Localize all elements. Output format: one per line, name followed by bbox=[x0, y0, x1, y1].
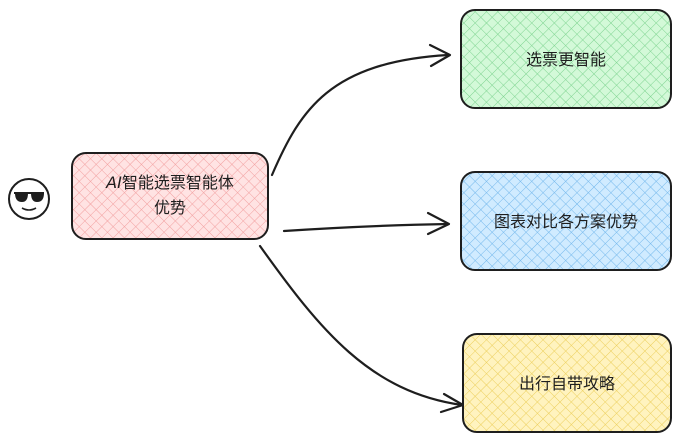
branch-node-bottom-label: 出行自带攻略 bbox=[519, 374, 615, 393]
branch-node-middle: 图表对比各方案优势 bbox=[460, 171, 672, 271]
center-node-title-rest: 智能选票智能体 bbox=[122, 173, 234, 192]
branch-node-bottom: 出行自带攻略 bbox=[462, 333, 672, 433]
arrow-to-top-node bbox=[270, 53, 450, 177]
center-node: AI智能选票智能体 优势 bbox=[71, 152, 269, 240]
center-node-title-line2: 优势 bbox=[154, 198, 186, 217]
arrow-head-middle bbox=[426, 211, 451, 236]
branch-node-top-box bbox=[460, 9, 672, 109]
connector-arrows bbox=[258, 43, 465, 414]
branch-node-top-label: 选票更智能 bbox=[526, 50, 606, 69]
arrow-to-middle-node bbox=[282, 222, 450, 233]
sunglasses-face-icon bbox=[8, 178, 50, 220]
branch-node-bottom-box bbox=[462, 333, 672, 433]
branch-node-middle-label: 图表对比各方案优势 bbox=[494, 212, 638, 231]
branch-node-middle-box bbox=[460, 171, 672, 271]
center-node-title-line1: AI智能选票智能体 bbox=[105, 173, 234, 192]
branch-node-top: 选票更智能 bbox=[460, 9, 672, 109]
center-node-box bbox=[71, 152, 269, 240]
center-node-ai-label: AI bbox=[105, 173, 122, 192]
arrow-to-bottom-node bbox=[258, 244, 464, 407]
arrow-head-top bbox=[428, 43, 452, 68]
